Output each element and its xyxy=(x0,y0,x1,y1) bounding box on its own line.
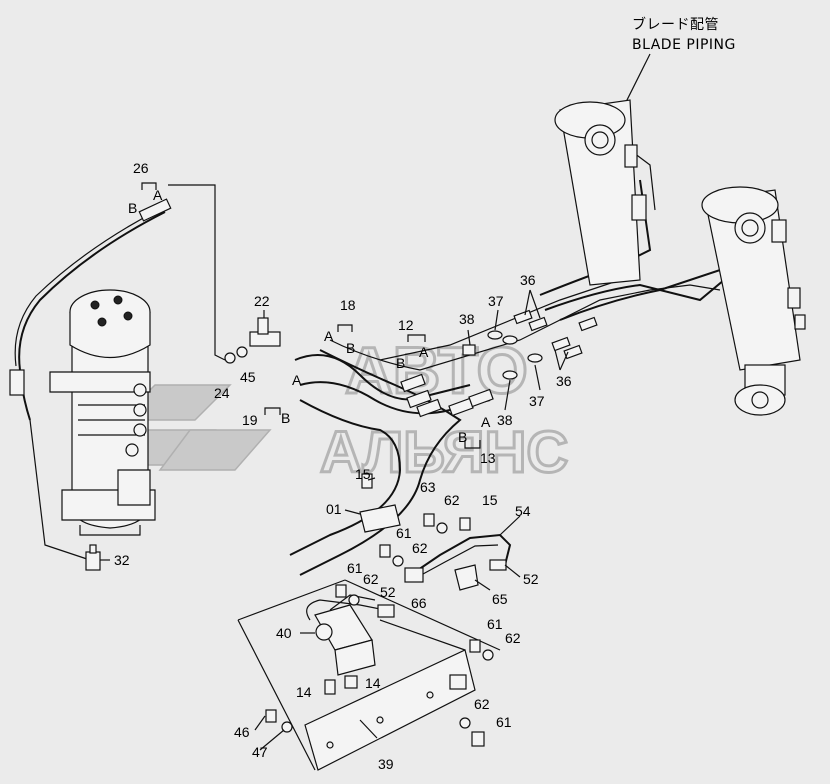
watermark-line1: АВТО xyxy=(345,333,528,407)
callout-36-bottom: 36 xyxy=(556,373,572,389)
callout-65: 65 xyxy=(492,591,508,607)
cylinder-lower xyxy=(701,186,806,416)
watermark: АВТО АЛЬЯНС xyxy=(98,332,570,487)
valve-40 xyxy=(306,594,395,676)
callout-labels: 26 B A 22 24 45 18 A B 19 A B 12 B A 38 … xyxy=(114,160,572,772)
callout-62-a: 62 xyxy=(444,492,460,508)
callout-18-a: A xyxy=(324,328,334,344)
hose-26-fitting xyxy=(138,198,172,222)
callout-39: 39 xyxy=(378,756,394,772)
callout-19-a: A xyxy=(292,372,302,388)
callout-12: 12 xyxy=(398,317,414,333)
watermark-line2: АЛЬЯНС xyxy=(320,420,568,485)
line-a-swivel xyxy=(168,184,226,361)
callout-38-bottom: 38 xyxy=(497,412,513,428)
hose-26-end-fitting xyxy=(9,369,25,396)
callout-62-c: 62 xyxy=(363,571,379,587)
callout-62-b: 62 xyxy=(412,540,428,556)
callout-26-b: B xyxy=(128,200,137,216)
callout-12-a: A xyxy=(419,344,429,360)
hose-26-leader xyxy=(29,419,91,561)
adapters-36-37-38-bottom xyxy=(502,316,598,380)
callout-40: 40 xyxy=(276,625,292,641)
callout-36-top: 36 xyxy=(520,272,536,288)
callout-37-top: 37 xyxy=(488,293,504,309)
pipe-54 xyxy=(404,533,512,591)
callout-54: 54 xyxy=(515,503,531,519)
leader-lines xyxy=(100,182,569,751)
callout-47: 47 xyxy=(252,744,268,760)
fitting-32 xyxy=(85,544,101,571)
callout-24: 24 xyxy=(214,385,230,401)
callout-46: 46 xyxy=(234,724,250,740)
callout-62-d: 62 xyxy=(505,630,521,646)
callout-15-left: 15 xyxy=(355,466,371,482)
tee-22 xyxy=(224,317,281,364)
callout-38-top: 38 xyxy=(459,311,475,327)
callout-01: 01 xyxy=(326,501,342,517)
callout-37-bottom: 37 xyxy=(529,393,545,409)
callout-19-b: B xyxy=(281,410,290,426)
callout-61-c: 61 xyxy=(487,616,503,632)
callout-66: 66 xyxy=(411,595,427,611)
cylinder-upper xyxy=(554,99,647,286)
callout-18-b: B xyxy=(346,340,355,356)
callout-14-a: 14 xyxy=(296,684,312,700)
callout-61-a: 61 xyxy=(396,525,412,541)
clamp-01 xyxy=(359,473,401,533)
title-jp: ブレード配管 xyxy=(632,16,719,33)
callout-62-e: 62 xyxy=(474,696,490,712)
callout-12-b: B xyxy=(396,355,405,371)
callout-19: 19 xyxy=(242,412,258,428)
callout-32: 32 xyxy=(114,552,130,568)
callout-22: 22 xyxy=(254,293,270,309)
callout-15-right: 15 xyxy=(482,492,498,508)
callout-61-b: 61 xyxy=(347,560,363,576)
callout-13-a: A xyxy=(481,414,491,430)
tie-lines-39 xyxy=(237,579,501,771)
title-en: BLADE PIPING xyxy=(632,37,736,53)
callout-61-d: 61 xyxy=(496,714,512,730)
callout-26: 26 xyxy=(133,160,149,176)
callout-52-right: 52 xyxy=(523,571,539,587)
callout-63: 63 xyxy=(420,479,436,495)
callout-13: 13 xyxy=(480,450,496,466)
callout-26-a: A xyxy=(153,187,163,203)
bracket-39 xyxy=(304,649,476,771)
swivel-joint xyxy=(49,289,156,536)
adapters-36-37-38-top xyxy=(462,309,548,356)
bolt-group xyxy=(265,513,494,747)
hose-fittings-12-13 xyxy=(400,373,494,418)
callout-18: 18 xyxy=(340,297,356,313)
callout-45: 45 xyxy=(240,369,256,385)
callout-52-left: 52 xyxy=(380,584,396,600)
callout-14-b: 14 xyxy=(365,675,381,691)
callout-13-b: B xyxy=(458,429,467,445)
